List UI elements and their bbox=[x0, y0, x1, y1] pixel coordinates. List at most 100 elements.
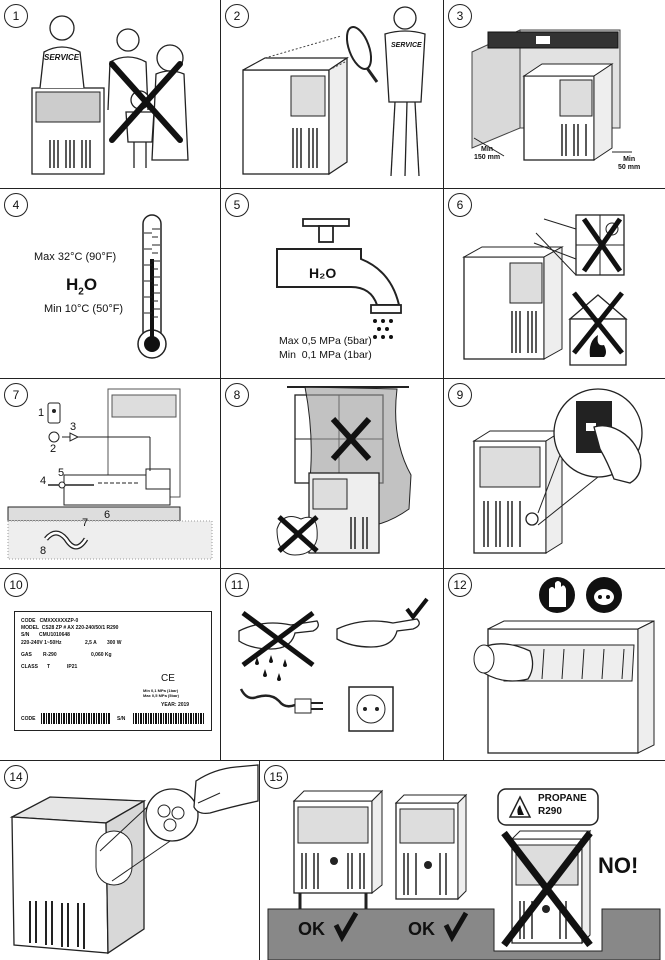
clearance-illustration bbox=[471, 29, 632, 161]
service-only-illustration bbox=[31, 15, 189, 175]
plate-class-value: T bbox=[47, 664, 51, 670]
label-4: 4 bbox=[40, 475, 47, 487]
plate-amps: 2,5 A bbox=[85, 640, 97, 646]
clearance-right-label: Min 50 mm bbox=[618, 156, 640, 172]
panel-11: 11 bbox=[221, 569, 443, 760]
no-label: NO! bbox=[598, 853, 639, 878]
plate-ip: IP21 bbox=[67, 664, 78, 670]
placement-illustration bbox=[267, 788, 661, 960]
label-1: 1 bbox=[38, 407, 45, 419]
plate-code-label: CODE bbox=[21, 716, 36, 722]
divider bbox=[0, 378, 665, 379]
panel-number: 1 bbox=[4, 4, 28, 28]
panel-6: 6 bbox=[444, 189, 665, 378]
min-value: 150 mm bbox=[474, 154, 501, 161]
max-temperature: Max 32°C (90°F) bbox=[34, 251, 117, 263]
panel-9: 9 bbox=[444, 379, 665, 568]
panel-number: 9 bbox=[448, 383, 472, 407]
label-3: 3 bbox=[70, 421, 77, 433]
panel-number: 5 bbox=[225, 193, 249, 217]
pressure-min: Min 0,1 MPa (1bar) bbox=[143, 688, 179, 693]
divider bbox=[443, 0, 444, 760]
propane-label: PROPANE bbox=[538, 793, 587, 804]
plate-gas-value: R-290 bbox=[43, 652, 57, 658]
plate-code: CODE CMXXXXXXZP-0 bbox=[21, 618, 79, 624]
plate-sn: S/N CMU1010648 bbox=[21, 632, 70, 638]
min-label: Min bbox=[623, 156, 636, 163]
clearance-left-label: Min 150 mm bbox=[474, 146, 500, 162]
divider bbox=[259, 760, 260, 960]
plate-gas-weight: 0,060 Kg bbox=[91, 652, 112, 658]
panel-number: 6 bbox=[448, 193, 472, 217]
divider bbox=[0, 568, 665, 569]
panel-3: 3 Min 150 mm Min 50 mm bbox=[444, 0, 665, 188]
plate-watts: 300 W bbox=[107, 640, 122, 646]
pressure-max: Max 0,5 MPa (5bar) bbox=[143, 693, 180, 698]
label-6: 6 bbox=[104, 509, 111, 521]
panel-1: 1 SER bbox=[0, 0, 220, 188]
inspection-illustration bbox=[242, 6, 426, 177]
ppe-illustration bbox=[473, 577, 655, 754]
label-5: 5 bbox=[58, 467, 65, 479]
ok-label: OK bbox=[298, 919, 325, 939]
rating-plate: CODE CMXXXXXXZP-0 MODEL CS28 ZP # AX 220… bbox=[14, 611, 212, 731]
h2o-o: O bbox=[83, 275, 98, 294]
ok-label: OK bbox=[408, 919, 435, 939]
panel-10: 10 CODE CMXXXXXXZP-0 MODEL CS28 ZP # AX … bbox=[0, 569, 220, 760]
min-label: Min bbox=[481, 146, 494, 153]
panel-2: 2 SERVICE bbox=[221, 0, 443, 188]
panel-4: 4 Max 32°C (90°F) H2O Min 10°C (50°F) bbox=[0, 189, 220, 378]
power-switch-illustration bbox=[472, 388, 643, 554]
barcode bbox=[133, 713, 205, 724]
service-label: SERVICE bbox=[391, 42, 422, 49]
no-cover-illustration bbox=[276, 386, 412, 556]
label-8: 8 bbox=[40, 545, 47, 557]
panel-14: 14 bbox=[0, 761, 259, 960]
divider bbox=[0, 188, 665, 189]
cleaning-illustration bbox=[9, 764, 259, 955]
plate-gas-label: GAS bbox=[21, 652, 32, 658]
min-value: 50 mm bbox=[618, 164, 641, 171]
label-7: 7 bbox=[82, 517, 89, 529]
water-tap-icon bbox=[276, 218, 402, 339]
panel-15: 15 bbox=[260, 761, 665, 960]
plate-power: 220-240V 1~50Hz bbox=[21, 640, 62, 646]
panel-number: 14 bbox=[4, 765, 28, 789]
min-temperature: Min 10°C (50°F) bbox=[44, 303, 124, 315]
panel-number: 15 bbox=[264, 765, 288, 789]
panel-8: 8 bbox=[221, 379, 443, 568]
h2o-label: H2O bbox=[66, 275, 97, 297]
panel-number: 7 bbox=[4, 383, 28, 407]
panel-number: 8 bbox=[225, 383, 249, 407]
divider bbox=[220, 0, 221, 760]
no-sun-no-heat-illustration bbox=[462, 214, 628, 366]
plate-year: YEAR: 2019 bbox=[161, 702, 190, 708]
panel-12: 12 bbox=[444, 569, 665, 760]
min-pressure: Min 0,1 MPa (1bar) bbox=[279, 349, 372, 361]
dry-hands-illustration bbox=[238, 597, 429, 732]
panel-number: 4 bbox=[4, 193, 28, 217]
service-label: SERVICE bbox=[44, 53, 80, 62]
thermometer-icon bbox=[137, 214, 167, 359]
panel-7: 7 1 2 3 bbox=[0, 379, 220, 568]
max-pressure: Max 0,5 MPa (5bar) bbox=[279, 335, 372, 347]
panel-5: 5 H₂O Max 0,5 MPa (5bar) Min 0,1 MPa (1b… bbox=[221, 189, 443, 378]
h2o-label: H₂O bbox=[309, 265, 337, 281]
plate-model: MODEL CS28 ZP # AX 220-240/50/1 R290 bbox=[21, 625, 119, 631]
panel-number: 10 bbox=[4, 573, 28, 597]
label-2: 2 bbox=[50, 443, 57, 455]
divider bbox=[0, 760, 665, 761]
connection-diagram bbox=[7, 388, 213, 560]
barcode bbox=[41, 713, 111, 724]
panel-number: 12 bbox=[448, 573, 472, 597]
h2o-sub: 2 bbox=[78, 286, 84, 298]
ce-mark: CE bbox=[161, 673, 175, 684]
panel-number: 2 bbox=[225, 4, 249, 28]
h2o-h: H bbox=[66, 275, 79, 294]
plate-sn-label: S/N bbox=[117, 716, 126, 722]
panel-number: 3 bbox=[448, 4, 472, 28]
plate-class-label: CLASS bbox=[21, 664, 38, 670]
panel-number: 11 bbox=[225, 573, 249, 597]
r290-label: R290 bbox=[538, 806, 562, 817]
